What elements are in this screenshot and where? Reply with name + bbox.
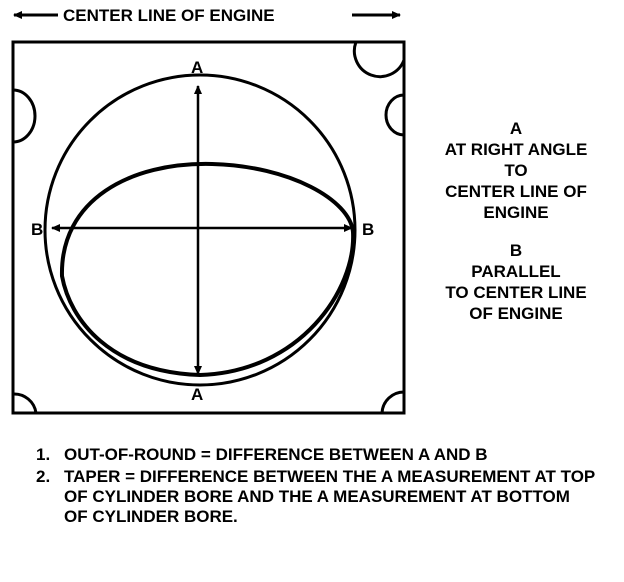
notch-top-right [352, 41, 406, 79]
side-note-b-line: PARALLEL [471, 262, 561, 281]
side-note-a-line: CENTER LINE OF [445, 182, 587, 201]
side-note-a-line: ENGINE [483, 203, 549, 222]
side-note-a: A AT RIGHT ANGLE TO CENTER LINE OF ENGIN… [418, 118, 614, 223]
note-number: 1. [36, 445, 51, 464]
note-text: OUT-OF-ROUND = DIFFERENCE BETWEEN A AND … [64, 445, 488, 464]
side-note-a-letter: A [509, 119, 523, 138]
label-a-bottom: A [191, 385, 203, 404]
notch-left [12, 88, 37, 144]
notch-bottom-right [380, 390, 405, 414]
notch-right [384, 93, 405, 137]
notch-bottom-left [12, 392, 38, 414]
worn-bore-profile [59, 161, 356, 378]
side-note-b-letter: B [509, 241, 523, 260]
note-item: 1. OUT-OF-ROUND = DIFFERENCE BETWEEN A A… [36, 445, 596, 465]
page-title: CENTER LINE OF ENGINE [63, 6, 275, 25]
side-note-a-line: AT RIGHT ANGLE [444, 140, 588, 159]
engine-block-outline [11, 40, 406, 415]
notes-list: 1. OUT-OF-ROUND = DIFFERENCE BETWEEN A A… [36, 445, 596, 529]
cylinder-bore-diagram: CENTER LINE OF ENGINE A A B B [11, 6, 406, 415]
note-item: 2. TAPER = DIFFERENCE BETWEEN THE A MEAS… [36, 467, 596, 527]
label-b-right: B [362, 220, 374, 239]
note-text: TAPER = DIFFERENCE BETWEEN THE A MEASURE… [64, 467, 595, 526]
cylinder-bore-circle [43, 73, 357, 387]
side-note-b-line: TO CENTER LINE [445, 283, 587, 302]
label-a-top: A [191, 58, 203, 77]
side-note-b-line: OF ENGINE [469, 304, 563, 323]
side-note-b: B PARALLEL TO CENTER LINE OF ENGINE [418, 240, 614, 324]
note-number: 2. [36, 467, 51, 486]
side-note-a-line: TO [504, 161, 528, 180]
label-b-left: B [31, 220, 43, 239]
